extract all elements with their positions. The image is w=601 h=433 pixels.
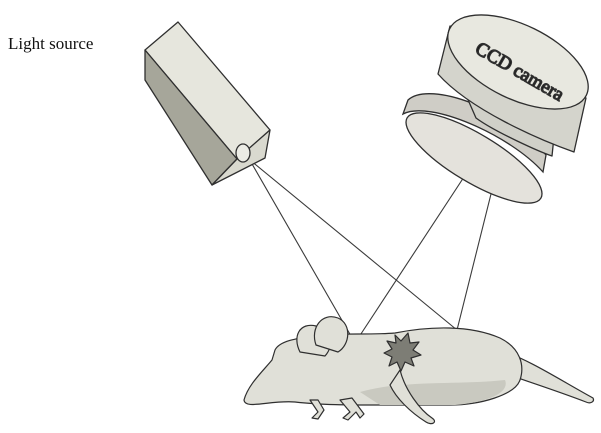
mouse: [243, 316, 595, 425]
light-source-label: Light source: [8, 34, 94, 53]
light-source-box: [144, 21, 271, 186]
mouse-ear-front: [313, 316, 349, 353]
light-source-aperture: [235, 143, 251, 163]
mouse-front-leg: [339, 397, 365, 421]
filter-rim: [401, 93, 547, 174]
mouse-tail: [499, 349, 595, 404]
light-beam-left: [243, 149, 356, 344]
tumor: [383, 332, 422, 372]
mouse-hind-leg: [389, 369, 436, 425]
ccd-camera: CCD camera: [437, 14, 589, 157]
mouse-front-leg-2: [309, 399, 325, 420]
camera-line-left: [354, 147, 484, 344]
filter-face: [405, 112, 543, 204]
light-beams: [243, 149, 458, 344]
camera-body-top: [447, 14, 589, 110]
light-beam-right: [249, 159, 458, 331]
emission-filter: [401, 93, 547, 204]
